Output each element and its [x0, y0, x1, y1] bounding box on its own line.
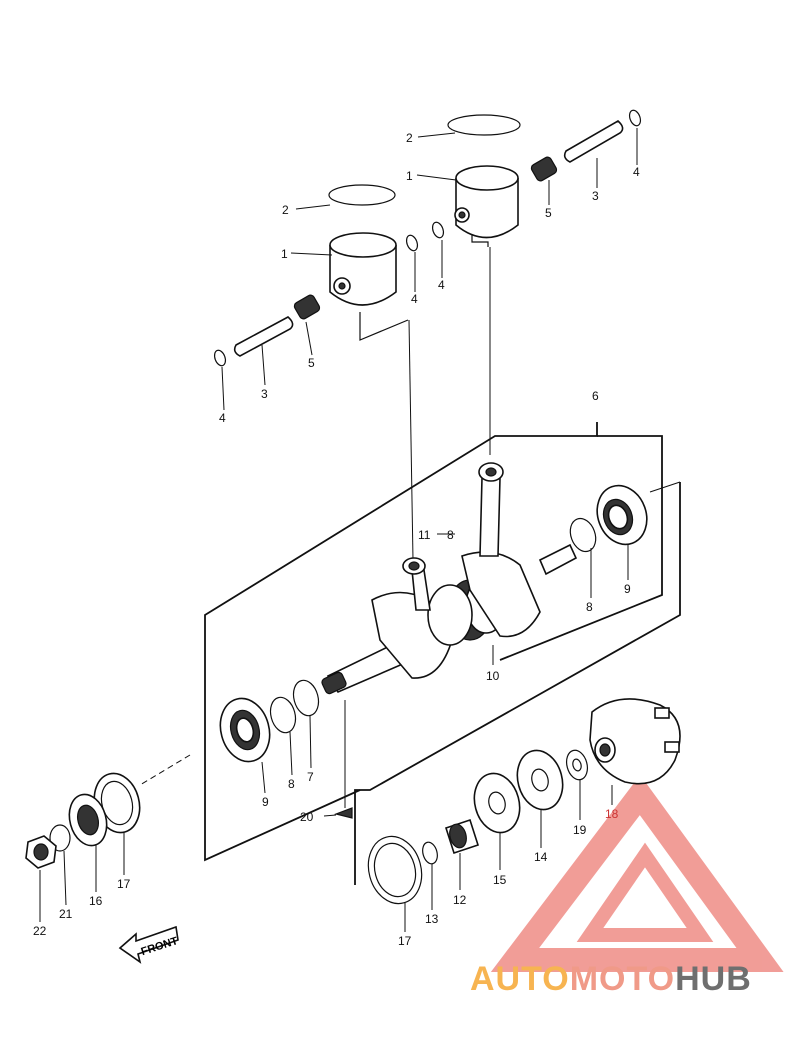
label-11: 11	[418, 528, 431, 542]
piston-ring-lower	[328, 184, 396, 206]
bearing-16	[68, 793, 108, 847]
collar-12	[444, 818, 480, 855]
label-4-upper-left: 4	[438, 278, 445, 292]
label-9-left: 9	[262, 795, 269, 809]
ball-bearing-right	[596, 484, 648, 546]
woodruff-key	[333, 807, 353, 819]
piston-pin-lower	[233, 316, 294, 357]
label-15: 15	[493, 873, 507, 887]
label-5-upper: 5	[545, 206, 552, 220]
label-2-lower: 2	[282, 203, 289, 217]
label-4-upper-right: 4	[633, 165, 640, 179]
label-17-left: 17	[117, 877, 131, 891]
oil-seal-right	[569, 517, 597, 553]
watermark-logo	[490, 774, 784, 972]
label-2-upper: 2	[406, 131, 413, 145]
label-22: 22	[33, 924, 47, 938]
front-direction-arrow: FRONT	[118, 925, 180, 964]
piston-lower	[328, 184, 409, 341]
label-6: 6	[592, 389, 599, 403]
circlip-lower-right	[405, 234, 419, 252]
label-5-lower: 5	[308, 356, 315, 370]
label-3-lower: 3	[261, 387, 268, 401]
label-16: 16	[89, 894, 103, 908]
watermark-brand-text: AUTOMOTOHUB	[470, 960, 752, 999]
label-1-lower: 1	[281, 247, 288, 261]
label-12: 12	[453, 893, 467, 907]
oil-seal-left	[269, 696, 297, 734]
leader-lines	[39, 128, 638, 932]
label-8-alt: 8	[447, 528, 454, 542]
label-7: 7	[307, 770, 314, 784]
watermark-hub: HUB	[675, 960, 752, 998]
label-1-upper: 1	[406, 169, 413, 183]
label-19: 19	[573, 823, 587, 837]
circlip-upper-left	[431, 221, 445, 239]
watermark-moto: MOTO	[569, 960, 676, 998]
label-20: 20	[300, 810, 314, 824]
label-8-left: 8	[288, 777, 295, 791]
seal-17-right	[367, 835, 423, 905]
plate-14	[516, 749, 564, 811]
label-13: 13	[425, 912, 439, 926]
crankshaft	[321, 462, 578, 695]
label-14: 14	[534, 850, 548, 864]
rotor-assembly	[589, 698, 681, 785]
watermark-auto: AUTO	[470, 960, 570, 998]
label-17-right: 17	[398, 934, 412, 948]
circlip-upper-right	[628, 109, 642, 127]
label-18: 18	[605, 807, 619, 821]
label-9-right: 9	[624, 582, 631, 596]
label-10: 10	[486, 669, 500, 683]
lockwasher-21	[49, 824, 71, 852]
shim-left	[292, 679, 320, 717]
needle-bearing-lower	[293, 294, 321, 320]
washer-19	[565, 749, 589, 781]
label-4-lower-left: 4	[219, 411, 226, 425]
label-21: 21	[59, 907, 73, 921]
nut-22	[25, 835, 57, 869]
circlip-lower-left	[213, 349, 227, 367]
piston-upper	[447, 114, 521, 247]
callout-labels: 2 2 1 1 3 3 4 4 4 4 5 5 6 11 8 9 10 9 8 …	[33, 131, 640, 948]
label-8-right: 8	[586, 600, 593, 614]
label-3-upper: 3	[592, 189, 599, 203]
label-4-lower-right: 4	[411, 292, 418, 306]
circlip-13	[422, 841, 438, 865]
piston-pin-upper	[563, 120, 624, 163]
needle-bearing-upper	[530, 156, 558, 182]
plate-15	[473, 772, 521, 834]
ball-bearing-left	[219, 697, 271, 763]
piston-ring-upper	[447, 114, 521, 136]
